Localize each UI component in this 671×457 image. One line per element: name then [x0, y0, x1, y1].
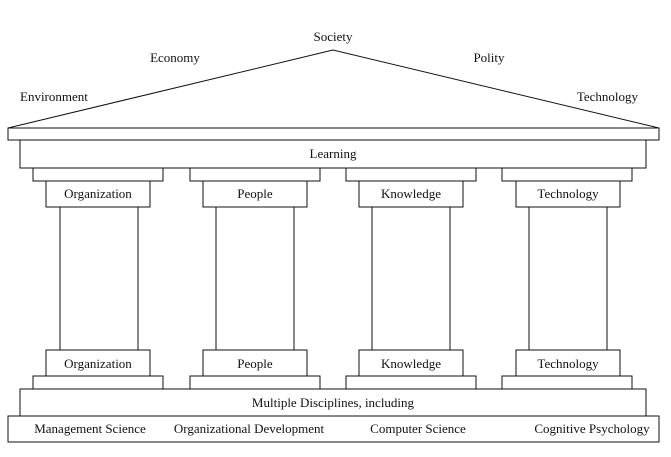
- pillar-people: People People: [189, 167, 321, 390]
- pillar-bottom-plinth: [189, 375, 321, 390]
- pillar-shaft: [59, 206, 139, 351]
- pillar-capital: [202, 180, 308, 208]
- discipline-computer-science: Computer Science: [370, 421, 466, 436]
- roof-label-society: Society: [314, 29, 353, 44]
- pillar-capital: [45, 180, 151, 208]
- roof-label-environment: Environment: [20, 89, 88, 104]
- pillar-bottom-label: Organization: [64, 356, 132, 371]
- roof-label-economy: Economy: [150, 50, 200, 65]
- pillar-top-label: Knowledge: [381, 186, 441, 201]
- pillar-organization: Organization Organization: [32, 167, 164, 390]
- pillar-bottom-plinth: [345, 375, 477, 390]
- discipline-management-science: Management Science: [34, 421, 146, 436]
- pillar-top-label: Technology: [537, 186, 599, 201]
- pillar-shaft: [215, 206, 295, 351]
- pillar-top-label: Organization: [64, 186, 132, 201]
- pillar-top-plinth: [501, 167, 633, 182]
- pillar-top-plinth: [345, 167, 477, 182]
- pillar-top-plinth: [189, 167, 321, 182]
- learning-beam: [19, 139, 647, 169]
- pillar-bottom-plinth: [32, 375, 164, 390]
- pillar-shaft: [528, 206, 608, 351]
- pillar-shaft: [371, 206, 451, 351]
- pillar-top-label: People: [237, 186, 273, 201]
- pillar-capital: [358, 180, 464, 208]
- discipline-organizational-development: Organizational Development: [174, 421, 325, 436]
- pillar-bottom-plinth: [501, 375, 633, 390]
- pillar-top-plinth: [32, 167, 164, 182]
- pillar-knowledge: Knowledge Knowledge: [345, 167, 477, 390]
- foundation-upper-step: [19, 388, 647, 417]
- foundation-label: Multiple Disciplines, including: [252, 395, 415, 410]
- pillar-technology: Technology Technology: [501, 167, 633, 390]
- roof-base: [7, 127, 660, 141]
- pillar-bottom-label: People: [237, 356, 273, 371]
- discipline-cognitive-psychology: Cognitive Psychology: [534, 421, 650, 436]
- pillar-bottom-label: Technology: [537, 356, 599, 371]
- learning-label: Learning: [310, 146, 357, 161]
- roof-triangle: [7, 49, 660, 129]
- foundation-lower-step: [7, 415, 660, 443]
- pillar-capital: [515, 180, 621, 208]
- roof-label-polity: Polity: [473, 50, 505, 65]
- roof-label-technology: Technology: [577, 89, 639, 104]
- pillar-bottom-label: Knowledge: [381, 356, 441, 371]
